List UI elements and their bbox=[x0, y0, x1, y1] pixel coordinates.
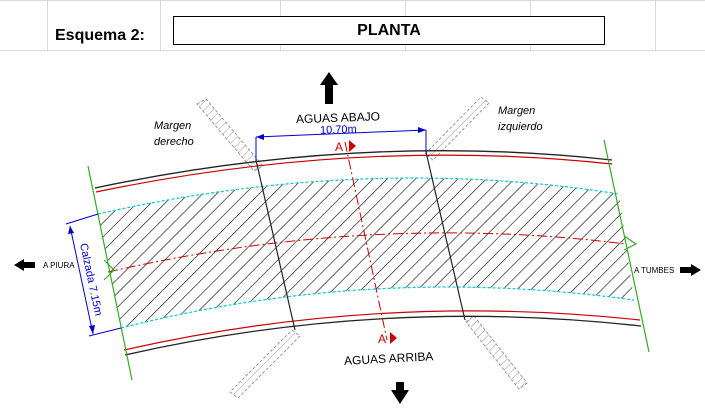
margen-izquierdo-line2: izquierdo bbox=[498, 121, 543, 133]
arrow-left-icon bbox=[14, 259, 35, 271]
grid-line bbox=[655, 0, 656, 50]
to-tumbes-label: A TUMBES bbox=[634, 266, 674, 275]
abutment-right bbox=[425, 151, 466, 321]
span-dim-arrow-left bbox=[256, 134, 264, 140]
section-mark-bottom: A bbox=[378, 332, 386, 346]
to-piura-label: A PIURA bbox=[43, 261, 75, 270]
section-mark-top: A bbox=[335, 140, 343, 154]
wingwall-bottom-right bbox=[465, 315, 528, 390]
border-left bbox=[87, 165, 133, 381]
grid-line bbox=[160, 0, 161, 50]
calzada-dimension-line bbox=[69, 225, 94, 335]
section-axis bbox=[344, 141, 388, 341]
shoulder-bottom bbox=[120, 286, 635, 329]
arrow-right-icon bbox=[680, 264, 701, 276]
section-arrow-top bbox=[349, 140, 356, 152]
span-dim-arrow-right bbox=[418, 127, 426, 133]
margen-izquierdo-line1: Margen bbox=[498, 105, 535, 117]
roadway-hatch bbox=[98, 178, 634, 328]
wingwall-top-left bbox=[196, 98, 264, 172]
arrow-up-icon bbox=[320, 72, 338, 104]
road-edge-top-outer bbox=[94, 150, 613, 189]
wingwall-bottom-left bbox=[229, 329, 301, 399]
road-centerline bbox=[107, 232, 627, 273]
shoulder-top bbox=[97, 177, 620, 215]
margen-derecho-line2: derecho bbox=[154, 136, 194, 148]
scheme-label: Esquema 2: bbox=[55, 27, 145, 44]
calzada-tick-top bbox=[65, 213, 99, 225]
calzada-arrow-bottom bbox=[89, 325, 95, 334]
margen-derecho-line1: Margen bbox=[154, 120, 191, 132]
break-mark-left bbox=[103, 259, 115, 281]
wingwall-top-right bbox=[424, 96, 490, 161]
road-edge-top-red bbox=[95, 154, 613, 193]
span-dimension-label: 10.70m bbox=[320, 123, 357, 136]
calzada-arrow-top bbox=[68, 226, 74, 234]
arrow-down-icon bbox=[391, 382, 409, 404]
road-edge-bottom-outer bbox=[124, 315, 642, 356]
page-title: PLANTA bbox=[173, 16, 605, 45]
break-mark-right bbox=[623, 235, 638, 251]
calzada-tick-bottom bbox=[88, 327, 122, 337]
grid-line bbox=[0, 50, 705, 51]
aguas-abajo-label: AGUAS ABAJO bbox=[296, 109, 380, 126]
border-right bbox=[603, 139, 650, 353]
span-dimension-line bbox=[255, 129, 427, 138]
abutment-left bbox=[255, 159, 296, 331]
aguas-arriba-label: AGUAS ARRIBA bbox=[344, 349, 434, 368]
section-arrow-bottom bbox=[390, 332, 397, 344]
grid-line bbox=[47, 0, 48, 50]
grid-line bbox=[0, 0, 705, 1]
